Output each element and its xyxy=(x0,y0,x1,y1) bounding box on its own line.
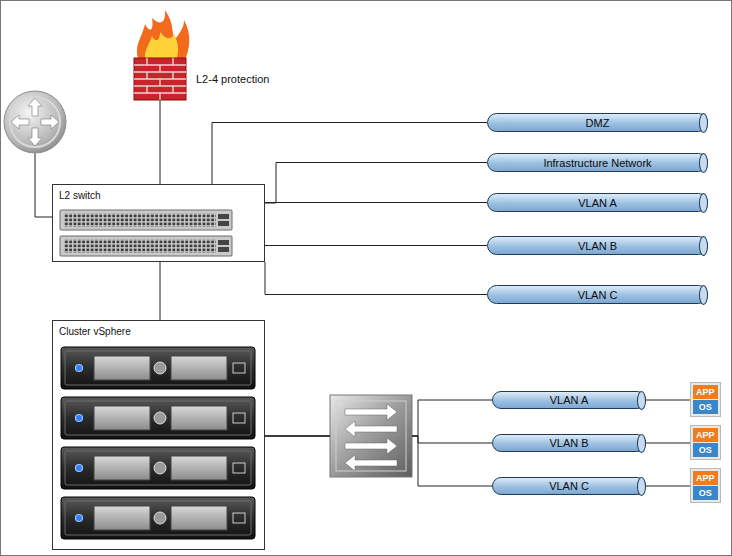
os-layer: OS xyxy=(693,486,718,500)
vlan-pipe: VLAN A xyxy=(492,391,646,409)
connector-line xyxy=(646,443,690,444)
vm-icon: APPOS xyxy=(690,425,721,460)
node-label: Cluster vSphere xyxy=(59,326,131,337)
pipe-end-cap xyxy=(637,477,646,496)
connector xyxy=(646,443,690,444)
switch-units xyxy=(60,210,232,256)
firewall-icon xyxy=(134,10,189,184)
server-units xyxy=(61,347,255,539)
connector xyxy=(646,400,690,401)
pipe-end-cap xyxy=(699,285,708,305)
node-label: DMZ xyxy=(586,117,610,129)
node-label: VLAN C xyxy=(549,480,589,492)
node-label: VLAN B xyxy=(549,437,588,449)
connector-line xyxy=(646,400,690,401)
network-pipe: VLAN B xyxy=(487,236,708,255)
connector xyxy=(265,262,487,295)
pipe-end-cap xyxy=(637,391,646,410)
node-label: VLAN B xyxy=(578,240,617,252)
connector-line xyxy=(265,262,487,295)
os-layer: OS xyxy=(693,443,718,457)
node-label: VLAN A xyxy=(578,197,617,209)
connector xyxy=(265,163,487,204)
vlan-pipe: VLAN C xyxy=(492,477,646,495)
network-pipe: VLAN C xyxy=(487,285,708,304)
connector xyxy=(265,436,492,443)
connector-line xyxy=(265,245,487,246)
connector-line xyxy=(212,123,487,185)
connector-line xyxy=(265,202,487,203)
connector xyxy=(646,486,690,487)
node-label: L2 switch xyxy=(59,190,101,201)
router-icon xyxy=(4,91,66,217)
virtual-switch-icon xyxy=(330,395,412,477)
connector-line xyxy=(265,400,492,436)
vm-icon: APPOS xyxy=(690,468,721,503)
connector xyxy=(265,245,487,246)
app-layer: APP xyxy=(693,471,718,485)
connector xyxy=(212,123,487,185)
connector-line xyxy=(646,486,690,487)
connector xyxy=(265,436,492,486)
network-pipe: VLAN A xyxy=(487,193,708,212)
app-layer: APP xyxy=(693,385,718,399)
connector-line xyxy=(265,436,492,486)
app-layer: APP xyxy=(693,428,718,442)
pipe-end-cap xyxy=(699,153,708,173)
switch-box: L2 switch xyxy=(52,184,265,262)
node-label: VLAN A xyxy=(550,394,589,406)
node-label: VLAN C xyxy=(578,289,618,301)
node-label: Infrastructure Network xyxy=(543,157,651,169)
vlan-pipe: VLAN B xyxy=(492,434,646,452)
connector xyxy=(265,202,487,203)
connector xyxy=(265,400,492,436)
connector-line xyxy=(160,262,161,320)
connector-line xyxy=(265,436,492,443)
annotation-label: L2-4 protection xyxy=(196,73,269,85)
pipe-end-cap xyxy=(699,113,708,133)
cluster-box: Cluster vSphere xyxy=(52,320,265,550)
os-layer: OS xyxy=(693,400,718,414)
pipe-end-cap xyxy=(637,434,646,453)
pipe-end-cap xyxy=(699,236,708,256)
connector xyxy=(160,262,161,320)
network-pipe: Infrastructure Network xyxy=(487,153,708,172)
network-pipe: DMZ xyxy=(487,113,708,132)
pipe-end-cap xyxy=(699,193,708,213)
connector-line xyxy=(265,163,487,204)
vm-icon: APPOS xyxy=(690,382,721,417)
